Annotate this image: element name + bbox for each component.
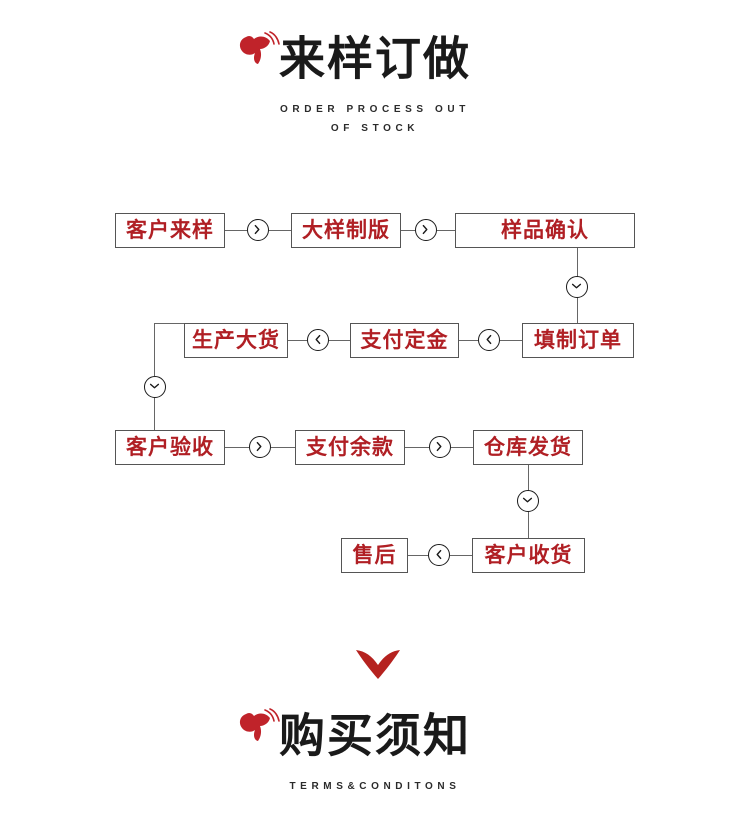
flow-line-c2-n3 xyxy=(437,230,455,231)
flow-node-pay-deposit[interactable]: 支付定金 xyxy=(350,323,459,358)
flow-node-customer-receipt[interactable]: 客户收货 xyxy=(472,538,585,573)
chevron-down-circle-icon xyxy=(566,276,588,298)
footer-title-row: 购买须知 xyxy=(239,705,471,767)
flow-line-n10-c10 xyxy=(450,555,472,556)
flow-node-fill-order[interactable]: 填制订单 xyxy=(522,323,634,358)
flow-line-n9-down-b xyxy=(528,511,529,538)
header-subtitle: ORDER PROCESS OUT OF STOCK xyxy=(0,100,750,138)
chevron-right-circle-icon xyxy=(249,436,271,458)
chevron-right-circle-icon xyxy=(415,219,437,241)
header-title: 来样订做 xyxy=(279,33,471,85)
flow-node-customer-acceptance[interactable]: 客户验收 xyxy=(115,430,225,465)
flow-line-n8-c8 xyxy=(405,447,429,448)
footer-subtitle: TERMS&CONDITONS xyxy=(289,781,461,792)
chevron-right-circle-icon xyxy=(429,436,451,458)
footer-title: 购买须知 xyxy=(279,710,471,762)
flow-line-n1-c1 xyxy=(225,230,247,231)
flow-node-label: 支付余款 xyxy=(306,435,394,459)
flow-node-after-sales[interactable]: 售后 xyxy=(341,538,408,573)
flow-line-n5-c5 xyxy=(329,340,350,341)
header-subtitle-line2: OF STOCK xyxy=(330,123,420,134)
flow-node-label: 仓库发货 xyxy=(484,435,572,459)
flow-node-label: 客户收货 xyxy=(484,543,573,567)
flow-node-pay-balance[interactable]: 支付余款 xyxy=(295,430,405,465)
flow-node-label: 支付定金 xyxy=(360,328,449,352)
flow-line-c7-n8 xyxy=(271,447,295,448)
flow-line-c4-n5 xyxy=(459,340,478,341)
butterfly-icon xyxy=(239,708,280,741)
flow-line-c1-n2 xyxy=(269,230,291,231)
red-down-chevron-icon xyxy=(355,648,401,685)
flow-line-n6-down-a xyxy=(154,323,155,376)
chevron-right-circle-icon xyxy=(247,219,269,241)
chevron-left-circle-icon xyxy=(307,329,329,351)
flow-node-label: 样品确认 xyxy=(501,218,589,242)
chevron-down-circle-icon xyxy=(144,376,166,398)
flow-line-n7-c7 xyxy=(225,447,249,448)
flow-node-label: 客户验收 xyxy=(126,435,214,459)
flow-node-label: 客户来样 xyxy=(126,218,214,242)
flow-node-warehouse-shipment[interactable]: 仓库发货 xyxy=(473,430,583,465)
header-subtitle-line1: ORDER PROCESS OUT xyxy=(280,104,470,115)
flow-node-label: 大样制版 xyxy=(302,218,390,242)
flow-line-c8-n9 xyxy=(451,447,473,448)
flow-node-label: 售后 xyxy=(352,543,397,567)
flow-line-n2-c2 xyxy=(401,230,415,231)
flow-node-label: 生产大货 xyxy=(192,328,280,352)
flow-node-bulk-production[interactable]: 生产大货 xyxy=(184,323,288,358)
flow-line-n6-left xyxy=(154,323,185,324)
chevron-down-circle-icon xyxy=(517,490,539,512)
flow-line-n3-down-b xyxy=(577,297,578,323)
flow-node-label: 填制订单 xyxy=(534,328,622,352)
flow-line-n3-down-a xyxy=(577,248,578,277)
flow-line-c5-n6 xyxy=(288,340,307,341)
order-process-header: 来样订做 ORDER PROCESS OUT OF STOCK xyxy=(0,28,750,138)
chevron-left-circle-icon xyxy=(428,544,450,566)
flow-line-c10-n11 xyxy=(408,555,428,556)
flow-line-n9-down-a xyxy=(528,465,529,491)
flow-line-n4-c4 xyxy=(500,340,522,341)
header-title-row: 来样订做 xyxy=(239,28,471,90)
flow-node-sample-confirmation[interactable]: 样品确认 xyxy=(455,213,635,248)
flow-line-n6-down-b xyxy=(154,397,155,430)
chevron-left-circle-icon xyxy=(478,329,500,351)
flow-node-sample-platemaking[interactable]: 大样制版 xyxy=(291,213,401,248)
flow-node-customer-sample[interactable]: 客户来样 xyxy=(115,213,225,248)
terms-conditions-header: 购买须知 TERMS&CONDITONS xyxy=(0,705,750,796)
butterfly-icon xyxy=(239,31,280,64)
